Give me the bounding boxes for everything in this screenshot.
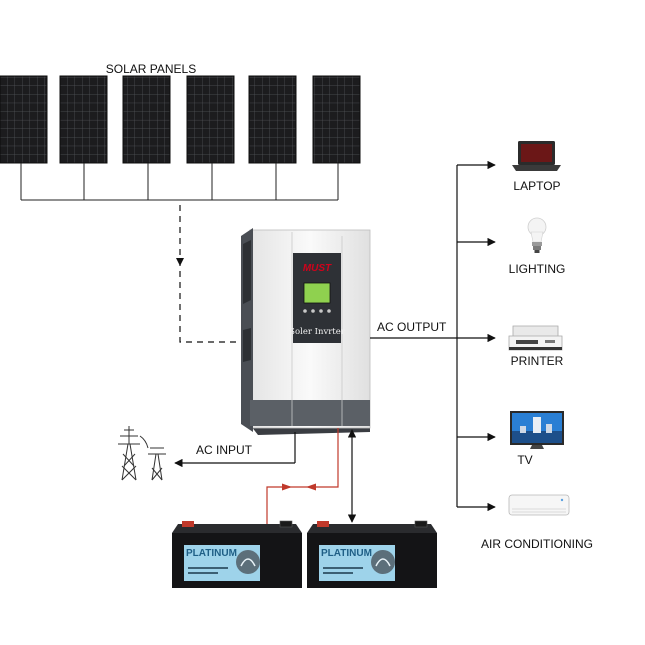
load-label-tv: TV	[517, 453, 532, 467]
load-tv: TV	[510, 411, 564, 467]
light-bulb-icon	[527, 217, 547, 253]
panel-bus-wiring	[20, 163, 339, 201]
load-printer: PRINTER	[508, 325, 564, 368]
battery-brand-label: PLATINUM	[186, 548, 237, 559]
solar-panel-array	[0, 75, 361, 164]
battery-dc-link	[266, 428, 357, 526]
ac-output-wiring	[370, 160, 496, 512]
load-lighting: LIGHTING	[509, 217, 566, 276]
load-label-air-conditioning: AIR CONDITIONING	[481, 537, 593, 551]
air-conditioner-icon	[508, 494, 570, 516]
battery: PLATINUM	[172, 520, 302, 588]
pv-input-line	[176, 205, 240, 343]
solar-panel	[312, 75, 361, 164]
power-tower-icon	[118, 426, 166, 481]
solar-inverter: MUST Soler Invrter	[241, 228, 371, 435]
solar-panel	[248, 75, 297, 164]
solar-panel	[0, 75, 48, 164]
inverter-model-label: Soler Invrter	[289, 327, 346, 337]
inverter-lcd-screen	[303, 282, 331, 304]
tv-icon	[510, 411, 564, 449]
printer-icon	[508, 325, 563, 351]
inverter-buttons	[303, 309, 331, 313]
load-air-conditioning: AIR CONDITIONING	[481, 494, 593, 551]
battery: PLATINUM	[307, 520, 437, 588]
solar-panels-title: SOLAR PANELS	[106, 62, 196, 76]
battery-brand-label: PLATINUM	[321, 548, 372, 559]
inverter-brand-logo: MUST	[303, 263, 332, 274]
solar-panel	[122, 75, 171, 164]
solar-panel	[59, 75, 108, 164]
load-label-printer: PRINTER	[511, 354, 564, 368]
battery-bank: PLATINUM PLATINUM	[172, 520, 437, 588]
ac-input-wiring	[174, 432, 296, 468]
ac-output-label: AC OUTPUT	[377, 320, 447, 334]
load-laptop: LAPTOP	[512, 141, 561, 193]
solar-panel	[186, 75, 235, 164]
ac-input-label: AC INPUT	[196, 443, 253, 457]
laptop-icon	[512, 141, 561, 171]
load-label-lighting: LIGHTING	[509, 262, 566, 276]
load-label-laptop: LAPTOP	[513, 179, 560, 193]
